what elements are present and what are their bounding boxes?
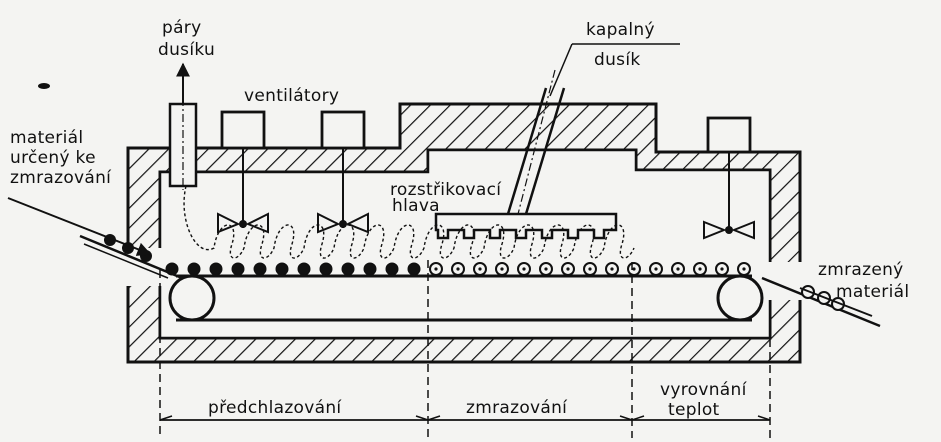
product-item-center [698,267,702,271]
product-item-center [632,267,636,271]
fans-label: ventilátory [244,86,340,106]
product-item-center [456,267,460,271]
liquid-nitrogen-label-1: kapalný [586,20,655,40]
product-item [407,262,421,276]
product-item-center [588,267,592,271]
vapor-path [183,185,635,259]
product-item [253,262,267,276]
product-item [275,262,289,276]
ink-blot [38,83,50,89]
input-arrow [7,197,152,256]
input-material-label-1: materiál [10,128,84,148]
zone-label-freezing: zmrazování [466,398,568,418]
output-arrow [799,287,873,317]
product-item [385,262,399,276]
zone-label-equalizing-1: vyrovnání [660,380,747,400]
product-item-center [544,267,548,271]
zone-boundaries [159,260,771,438]
input-material-label-2: určený ke [10,148,96,168]
liquid-nitrogen-label-2: dusík [594,50,641,70]
product-item-center [478,267,482,271]
product-item [319,262,333,276]
fan-motor-1 [217,110,269,234]
vapor-exhaust-pipe [168,62,198,190]
input-material-label-3: zmrazování [10,168,112,188]
conveyor-belt [79,234,881,328]
product-item-center [522,267,526,271]
product-item [363,262,377,276]
fan-motor-3 [703,116,755,240]
vapor-loops [183,185,635,259]
product-item-center [742,267,746,271]
nitrogen-vapor-label-2: dusíku [158,40,216,60]
product-item-center [500,267,504,271]
zone-dimension-line [159,415,771,421]
product-item-center [434,267,438,271]
product-item-center [610,267,614,271]
product-item [165,262,179,276]
product-item-center [676,267,680,271]
product-item [187,262,201,276]
zone-label-equalizing-2: teplot [668,400,720,420]
liquid-nitrogen-pipe [506,43,680,219]
product-item [231,262,245,276]
product-item [341,262,355,276]
product-items [104,234,845,311]
product-item [209,262,223,276]
product-item [297,262,311,276]
product-item-center [720,267,724,271]
spray-head-label-2: hlava [392,196,440,216]
zone-label-precooling: předchlazování [208,398,342,418]
output-material-label-1: zmrazený [818,260,904,280]
spray-head-label-1: rozstřikovací [390,180,502,200]
product-item-center [566,267,570,271]
product-item-center [654,267,658,271]
fan-motor-2 [317,110,369,234]
nitrogen-vapor-label-1: páry [162,18,202,38]
output-material-label-2: materiál [836,282,910,302]
